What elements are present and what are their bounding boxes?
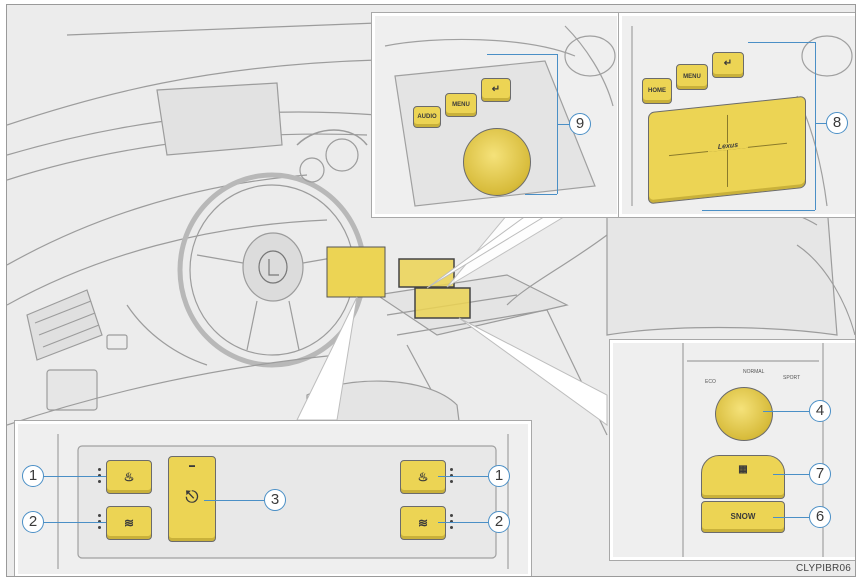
indicator-dots — [98, 514, 102, 532]
snow-button-label: SNOW — [702, 512, 784, 521]
callout-4: 4 — [809, 400, 831, 422]
home-button-label: HOME — [643, 88, 671, 94]
menu-button-right-label: MENU — [677, 74, 707, 80]
menu-button-label: MENU — [446, 102, 476, 108]
drive-mode-sport-label: SPORT — [783, 375, 800, 381]
touchpad-brand: Lexus — [708, 141, 748, 152]
indicator-dots — [98, 468, 102, 486]
drive-mode-select-switch[interactable] — [715, 387, 773, 441]
steering-heater-icon: ⎋ — [169, 489, 215, 507]
driver-seat-heater-switch[interactable]: ♨ — [106, 460, 152, 494]
home-button[interactable]: HOME — [642, 78, 672, 104]
inset-remote-touch-pad: HOME MENU ↵ Lexus 8 — [619, 13, 856, 217]
callout-2-left: 2 — [22, 511, 44, 533]
indicator-light: ▬ — [169, 463, 215, 469]
drive-mode-eco-label: ECO — [705, 379, 716, 385]
seat-heater-icon: ♨ — [107, 470, 151, 484]
callout-8: 8 — [826, 112, 848, 134]
drive-mode-labels: ECO NORMAL SPORT — [701, 369, 811, 389]
menu-button-left[interactable]: MENU — [445, 93, 477, 117]
back-arrow-icon: ↵ — [482, 84, 510, 95]
audio-button-label: AUDIO — [414, 114, 440, 120]
callout-6: 6 — [809, 506, 831, 528]
inset-drive-mode-select: ECO NORMAL SPORT ▦ SNOW 4 7 6 — [610, 340, 856, 560]
seat-heater-icon: ♨ — [401, 470, 445, 484]
back-button-left[interactable]: ↵ — [481, 78, 511, 102]
back-button-right[interactable]: ↵ — [712, 52, 744, 78]
passenger-seat-heater-switch[interactable]: ♨ — [400, 460, 446, 494]
illustration-frame: AUDIO MENU ↵ 9 HOME MENU ↵ — [6, 4, 856, 577]
seat-ventilator-icon: ≋ — [401, 516, 445, 530]
driver-seat-ventilator-switch[interactable]: ≋ — [106, 506, 152, 540]
inset-remote-touch-knob: AUDIO MENU ↵ 9 — [372, 13, 620, 217]
callout-3: 3 — [264, 489, 286, 511]
back-arrow-icon: ↵ — [713, 58, 743, 69]
callout-2-right: 2 — [488, 511, 510, 533]
vsc-off-icon: ▦ — [702, 464, 784, 475]
passenger-seat-ventilator-switch[interactable]: ≋ — [400, 506, 446, 540]
callout-9: 9 — [569, 113, 591, 135]
indicator-dots — [450, 468, 454, 486]
figure-code: CLYPIBR06 — [796, 563, 851, 574]
steering-wheel-heater-switch[interactable]: ▬ ⎋ — [168, 456, 216, 542]
touchpad-vertical-line — [727, 115, 728, 187]
seat-ventilator-icon: ≋ — [107, 516, 151, 530]
callout-1-left: 1 — [22, 465, 44, 487]
drive-mode-normal-label: NORMAL — [743, 369, 764, 375]
callout-1-right: 1 — [488, 465, 510, 487]
remote-touch-knob[interactable] — [463, 128, 531, 196]
inset-seat-heater-switches: ♨ ≋ ▬ ⎋ ♨ ≋ 1 2 3 1 2 — [15, 421, 531, 577]
touchpad[interactable]: Lexus — [648, 96, 806, 205]
menu-button-right[interactable]: MENU — [676, 64, 708, 90]
audio-button[interactable]: AUDIO — [413, 106, 441, 128]
callout-7: 7 — [809, 463, 831, 485]
indicator-dots — [450, 514, 454, 532]
vsc-off-switch[interactable]: ▦ — [701, 455, 785, 499]
